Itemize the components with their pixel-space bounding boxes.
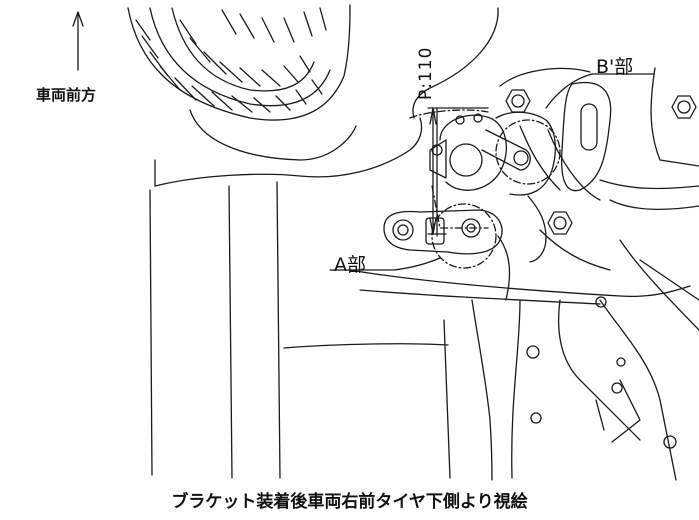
tire-drawing: [128, 5, 350, 120]
bolt-holes: [527, 297, 676, 448]
part-a-label: A部: [334, 254, 366, 276]
slotted-bracket: [562, 83, 611, 191]
pitch-label: P:110: [416, 46, 436, 100]
upper-bracket: [430, 68, 610, 270]
detail-circles: [410, 110, 560, 268]
hex-bolts: [505, 89, 697, 235]
arrow-up-icon: [73, 12, 83, 70]
vehicle-front-label: 車両前方: [36, 86, 97, 104]
pitch-dimension: [428, 108, 488, 236]
figure-caption: ブラケット装着後車両右前タイヤ下側より視絵: [171, 492, 528, 512]
frame-outline: [150, 8, 699, 480]
lower-bracket: [384, 210, 510, 300]
leader-lines: [330, 74, 654, 270]
part-b-label: B'部: [596, 56, 634, 78]
